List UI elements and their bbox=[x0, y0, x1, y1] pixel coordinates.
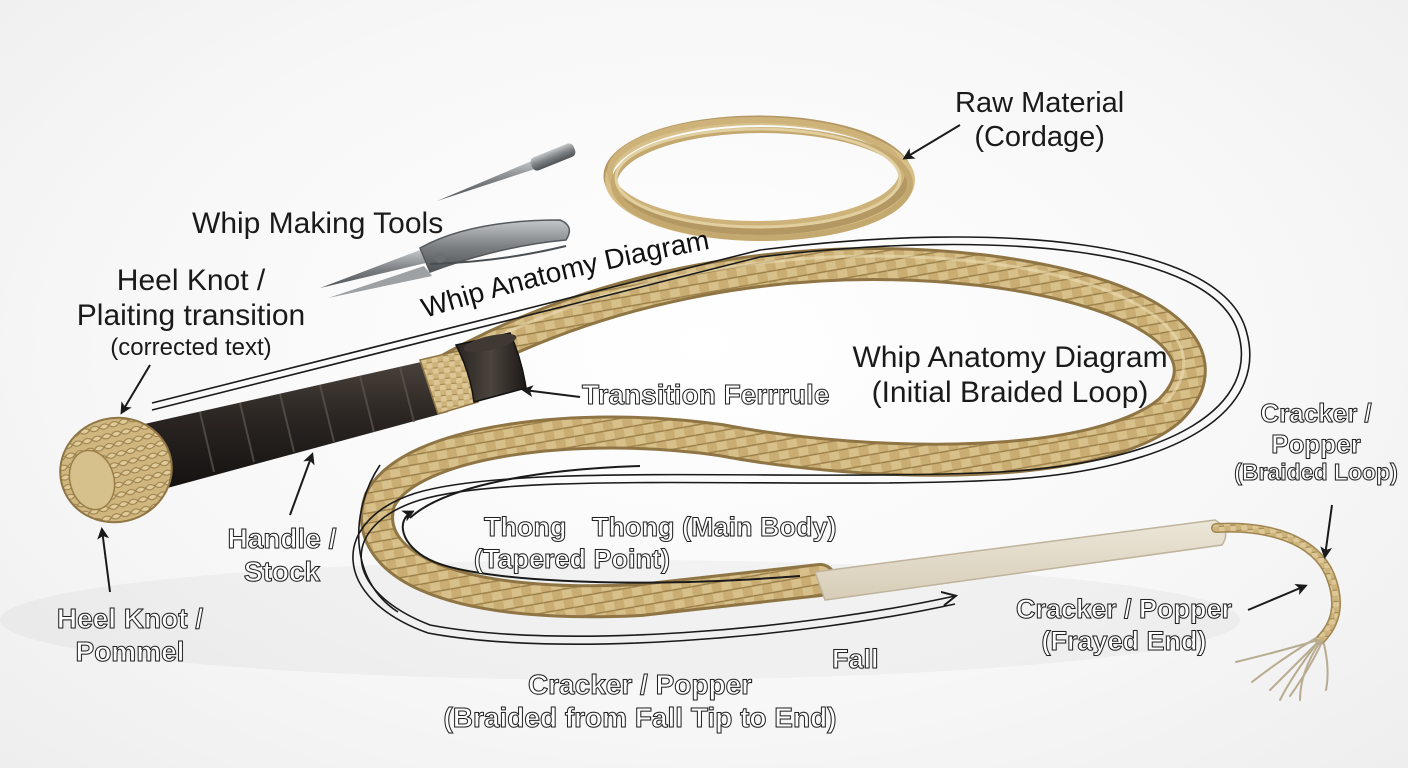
whip-anatomy-label: Whip Anatomy Diagram (Initial Braided Lo… bbox=[840, 340, 1180, 411]
heel-knot-top-line1: Heel Knot / bbox=[116, 264, 266, 297]
transition-ferrule bbox=[454, 332, 527, 403]
fall-line: Fall bbox=[832, 644, 880, 675]
cracker-bottom-line1: Cracker / Popper bbox=[527, 668, 753, 700]
annotation-arrows bbox=[97, 124, 1333, 645]
tools-label: Whip Making Tools bbox=[192, 206, 443, 241]
cracker-top-line2: Popper bbox=[1271, 428, 1362, 459]
heel-knot-bottom-label: Heel Knot / Pommel bbox=[40, 602, 220, 668]
cracker-mid-label: Cracker / Popper (Frayed End) bbox=[1004, 594, 1244, 658]
cracker-mid-line1: Cracker / Popper bbox=[1015, 594, 1233, 625]
cracker-top-label: Cracker / Popper (Braided Loop) bbox=[1226, 398, 1406, 486]
thong-tapered-line2: (Tapered Point) bbox=[473, 543, 670, 574]
cordage-coil bbox=[603, 115, 915, 241]
heel-knot-bottom-line2: Pommel bbox=[75, 636, 185, 668]
thong-tapered-label: Thong (Tapered Point) bbox=[462, 512, 682, 576]
raw-material-line1: Raw Material bbox=[955, 87, 1125, 119]
raw-material-line2: (Cordage) bbox=[974, 121, 1105, 154]
heel-knot-top-line2: Plaiting transition bbox=[76, 299, 306, 333]
heel-knot-bottom-line1: Heel Knot / bbox=[56, 602, 204, 634]
whip-handle bbox=[140, 349, 479, 490]
cracker-bottom-line2: (Braided from Fall Tip to End) bbox=[443, 702, 837, 734]
transition-ferrule-label: Transition Ferrrule bbox=[581, 378, 830, 411]
thong-main-body-label: Thong (Main Body) bbox=[591, 512, 837, 544]
raw-material-label: Raw Material (Cordage) bbox=[955, 86, 1124, 154]
thong-tapered-line1: Thong bbox=[484, 512, 567, 543]
heel-knot-top-label: Heel Knot / Plaiting transition (correct… bbox=[66, 263, 316, 362]
fall-label: Fall bbox=[832, 644, 880, 676]
cracker-top-line3: (Braided Loop) bbox=[1234, 459, 1399, 486]
heel-knot bbox=[59, 416, 173, 524]
handle-line1: Handle / bbox=[227, 522, 337, 554]
whip-anatomy-line2: (Initial Braided Loop) bbox=[871, 376, 1149, 410]
handle-label: Handle / Stock bbox=[212, 522, 352, 588]
cracker-top-line1: Cracker / bbox=[1260, 398, 1372, 429]
awl-tool bbox=[437, 143, 576, 201]
handle-line2: Stock bbox=[243, 556, 321, 588]
whip-cracker bbox=[1211, 522, 1342, 701]
thread-snips-tool bbox=[320, 219, 571, 298]
whip-fall bbox=[813, 519, 1227, 601]
heel-knot-top-line3: (corrected text) bbox=[110, 333, 272, 361]
transition-ferrule-line: Transition Ferrrule bbox=[581, 378, 830, 410]
whip-thong bbox=[360, 247, 1207, 619]
thong-main-body-line: Thong (Main Body) bbox=[591, 512, 837, 543]
whip-anatomy-line1: Whip Anatomy Diagram bbox=[852, 341, 1168, 374]
tools-line: Whip Making Tools bbox=[192, 207, 444, 240]
cracker-bottom-label: Cracker / Popper (Braided from Fall Tip … bbox=[430, 668, 850, 734]
cracker-mid-line2: (Frayed End) bbox=[1041, 625, 1207, 656]
